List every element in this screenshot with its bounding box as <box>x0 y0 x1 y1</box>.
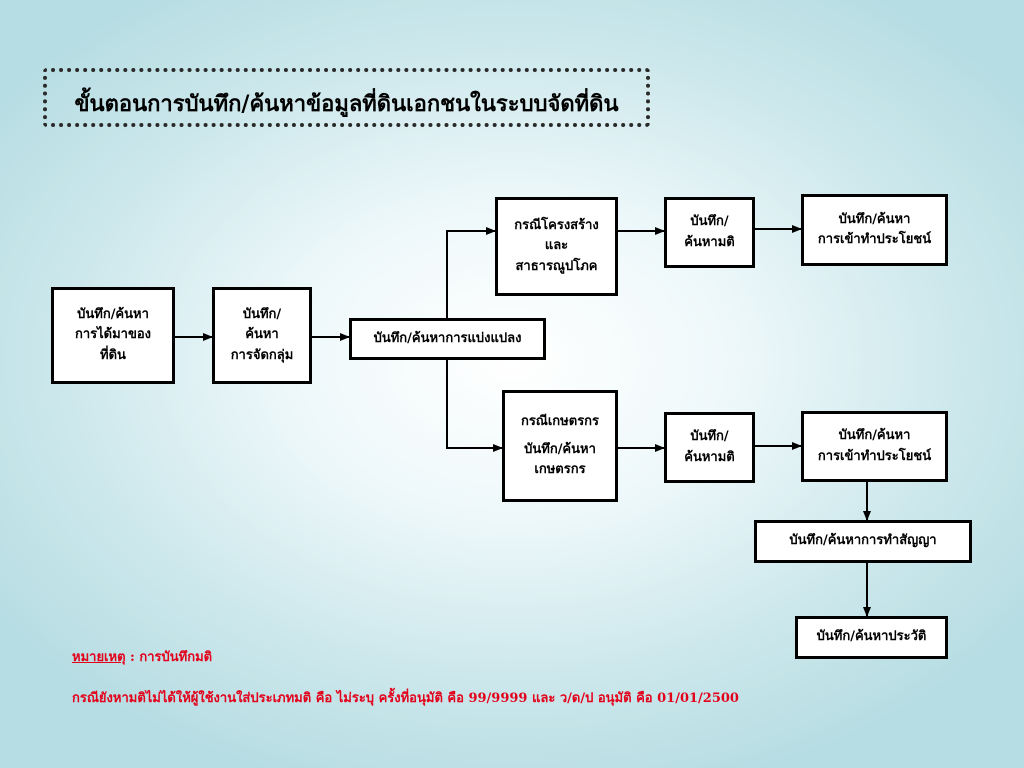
box-grouping: บันทึก/ ค้นหา การจัดกลุ่ม <box>212 287 312 384</box>
note-heading-label: หมายเหตุ <box>72 650 126 665</box>
box-land-acquisition: บันทึก/ค้นหา การได้มาของ ที่ดิน <box>51 287 175 384</box>
box-contract: บันทึก/ค้นหาการทำสัญญา <box>754 520 972 563</box>
box-resolution-bottom: บันทึก/ ค้นหามติ <box>664 412 755 483</box>
box-subdivision: บันทึก/ค้นหาการแบ่งแปลง <box>349 318 546 360</box>
box-resolution-top: บันทึก/ ค้นหามติ <box>664 197 755 268</box>
box-benefit-top: บันทึก/ค้นหา การเข้าทำประโยชน์ <box>801 194 948 266</box>
box-infrastructure-case: กรณีโครงสร้าง และ สาธารณูปโภค <box>495 197 618 296</box>
page-title: ขั้นตอนการบันทึก/ค้นหาข้อมูลที่ดินเอกชนใ… <box>74 91 619 117</box>
note-body: กรณียังหามติไม่ได้ให้ผู้ใช้งานใส่ประเภทม… <box>72 691 739 706</box>
arrow-subdivision-to-farmer <box>446 360 503 452</box>
note-heading: หมายเหตุ : การบันทึกมติ <box>72 646 212 667</box>
note-heading-rest: : การบันทึกมติ <box>125 650 213 665</box>
arrow-subdivision-to-infrastructure <box>446 227 496 318</box>
box-history: บันทึก/ค้นหาประวัติ <box>795 616 948 659</box>
box-benefit-bottom: บันทึก/ค้นหา การเข้าทำประโยชน์ <box>801 411 948 482</box>
box-farmer-case: กรณีเกษตรกร บันทึก/ค้นหา เกษตรกร <box>502 390 618 502</box>
title-frame: ขั้นตอนการบันทึก/ค้นหาข้อมูลที่ดินเอกชนใ… <box>43 68 650 127</box>
